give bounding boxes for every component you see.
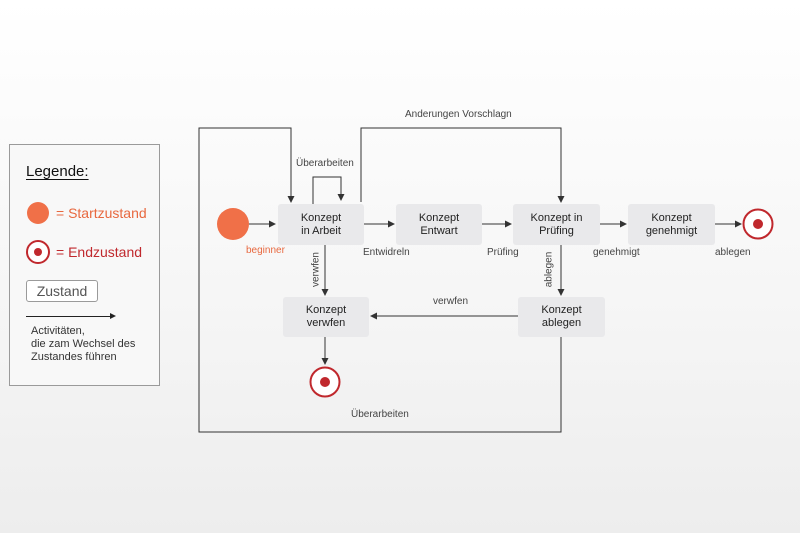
label-pruefing: Prüfing xyxy=(487,247,519,258)
state-line: Prüfing xyxy=(539,224,574,237)
legend-arrow-icon xyxy=(26,313,116,319)
edge-aenderungen xyxy=(360,127,565,203)
state-line: Entwart xyxy=(420,224,458,237)
legend-end-label: = Endzustand xyxy=(56,244,143,260)
legend-activity-line: die zam Wechsel des xyxy=(31,338,136,350)
state-line: genehmigt xyxy=(645,224,698,237)
label-entwidreln: Entwidreln xyxy=(363,247,410,258)
legend-start-icon xyxy=(27,202,49,224)
state-line: Konzept xyxy=(541,304,582,316)
legend-title: Legende: xyxy=(26,163,89,180)
state-line: verwfen xyxy=(306,317,346,329)
label-verwfen-down: verwfen xyxy=(310,252,322,288)
legend-state-box: Zustand xyxy=(26,280,98,302)
label-ablegen-end: ablegen xyxy=(715,247,751,258)
state-line: Konzept xyxy=(418,211,460,224)
label-ablegen-down: ablegen xyxy=(543,251,555,288)
end-node-right-core xyxy=(753,219,763,229)
edge-self-loop xyxy=(312,176,345,204)
state-line: Konzept xyxy=(305,304,347,316)
end-node-bottom-core xyxy=(320,377,330,387)
label-verwfen-left: verwfen xyxy=(433,296,469,307)
edge-outer-frame xyxy=(198,127,562,433)
state-line: Konzept xyxy=(651,211,692,224)
state-line: Konzept in xyxy=(530,211,583,224)
legend-start-label: = Startzustand xyxy=(56,205,147,221)
legend-activity-line: Zustandes führen xyxy=(31,351,117,363)
label-aenderungen: Anderungen Vorschlagn xyxy=(405,109,512,120)
state-line: in Arbeit xyxy=(301,224,341,237)
state-line: Konzept xyxy=(300,211,342,224)
legend-activity-line: Activitäten, xyxy=(31,325,85,337)
label-ueberarbeiten-top: Überarbeiten xyxy=(296,158,354,169)
label-ueberarbeiten-bottom: Überarbeiten xyxy=(351,409,409,420)
start-node xyxy=(217,208,249,240)
legend-activity-text: Activitäten, die zam Wechsel des Zustand… xyxy=(31,325,135,364)
legend-box: Legende: = Startzustand = Endzustand Zus… xyxy=(9,144,160,386)
label-beginner: beginner xyxy=(246,245,285,256)
state-line: ablegen xyxy=(541,317,582,329)
legend-end-icon xyxy=(26,240,50,264)
label-genehmigt: genehmigt xyxy=(593,247,640,258)
